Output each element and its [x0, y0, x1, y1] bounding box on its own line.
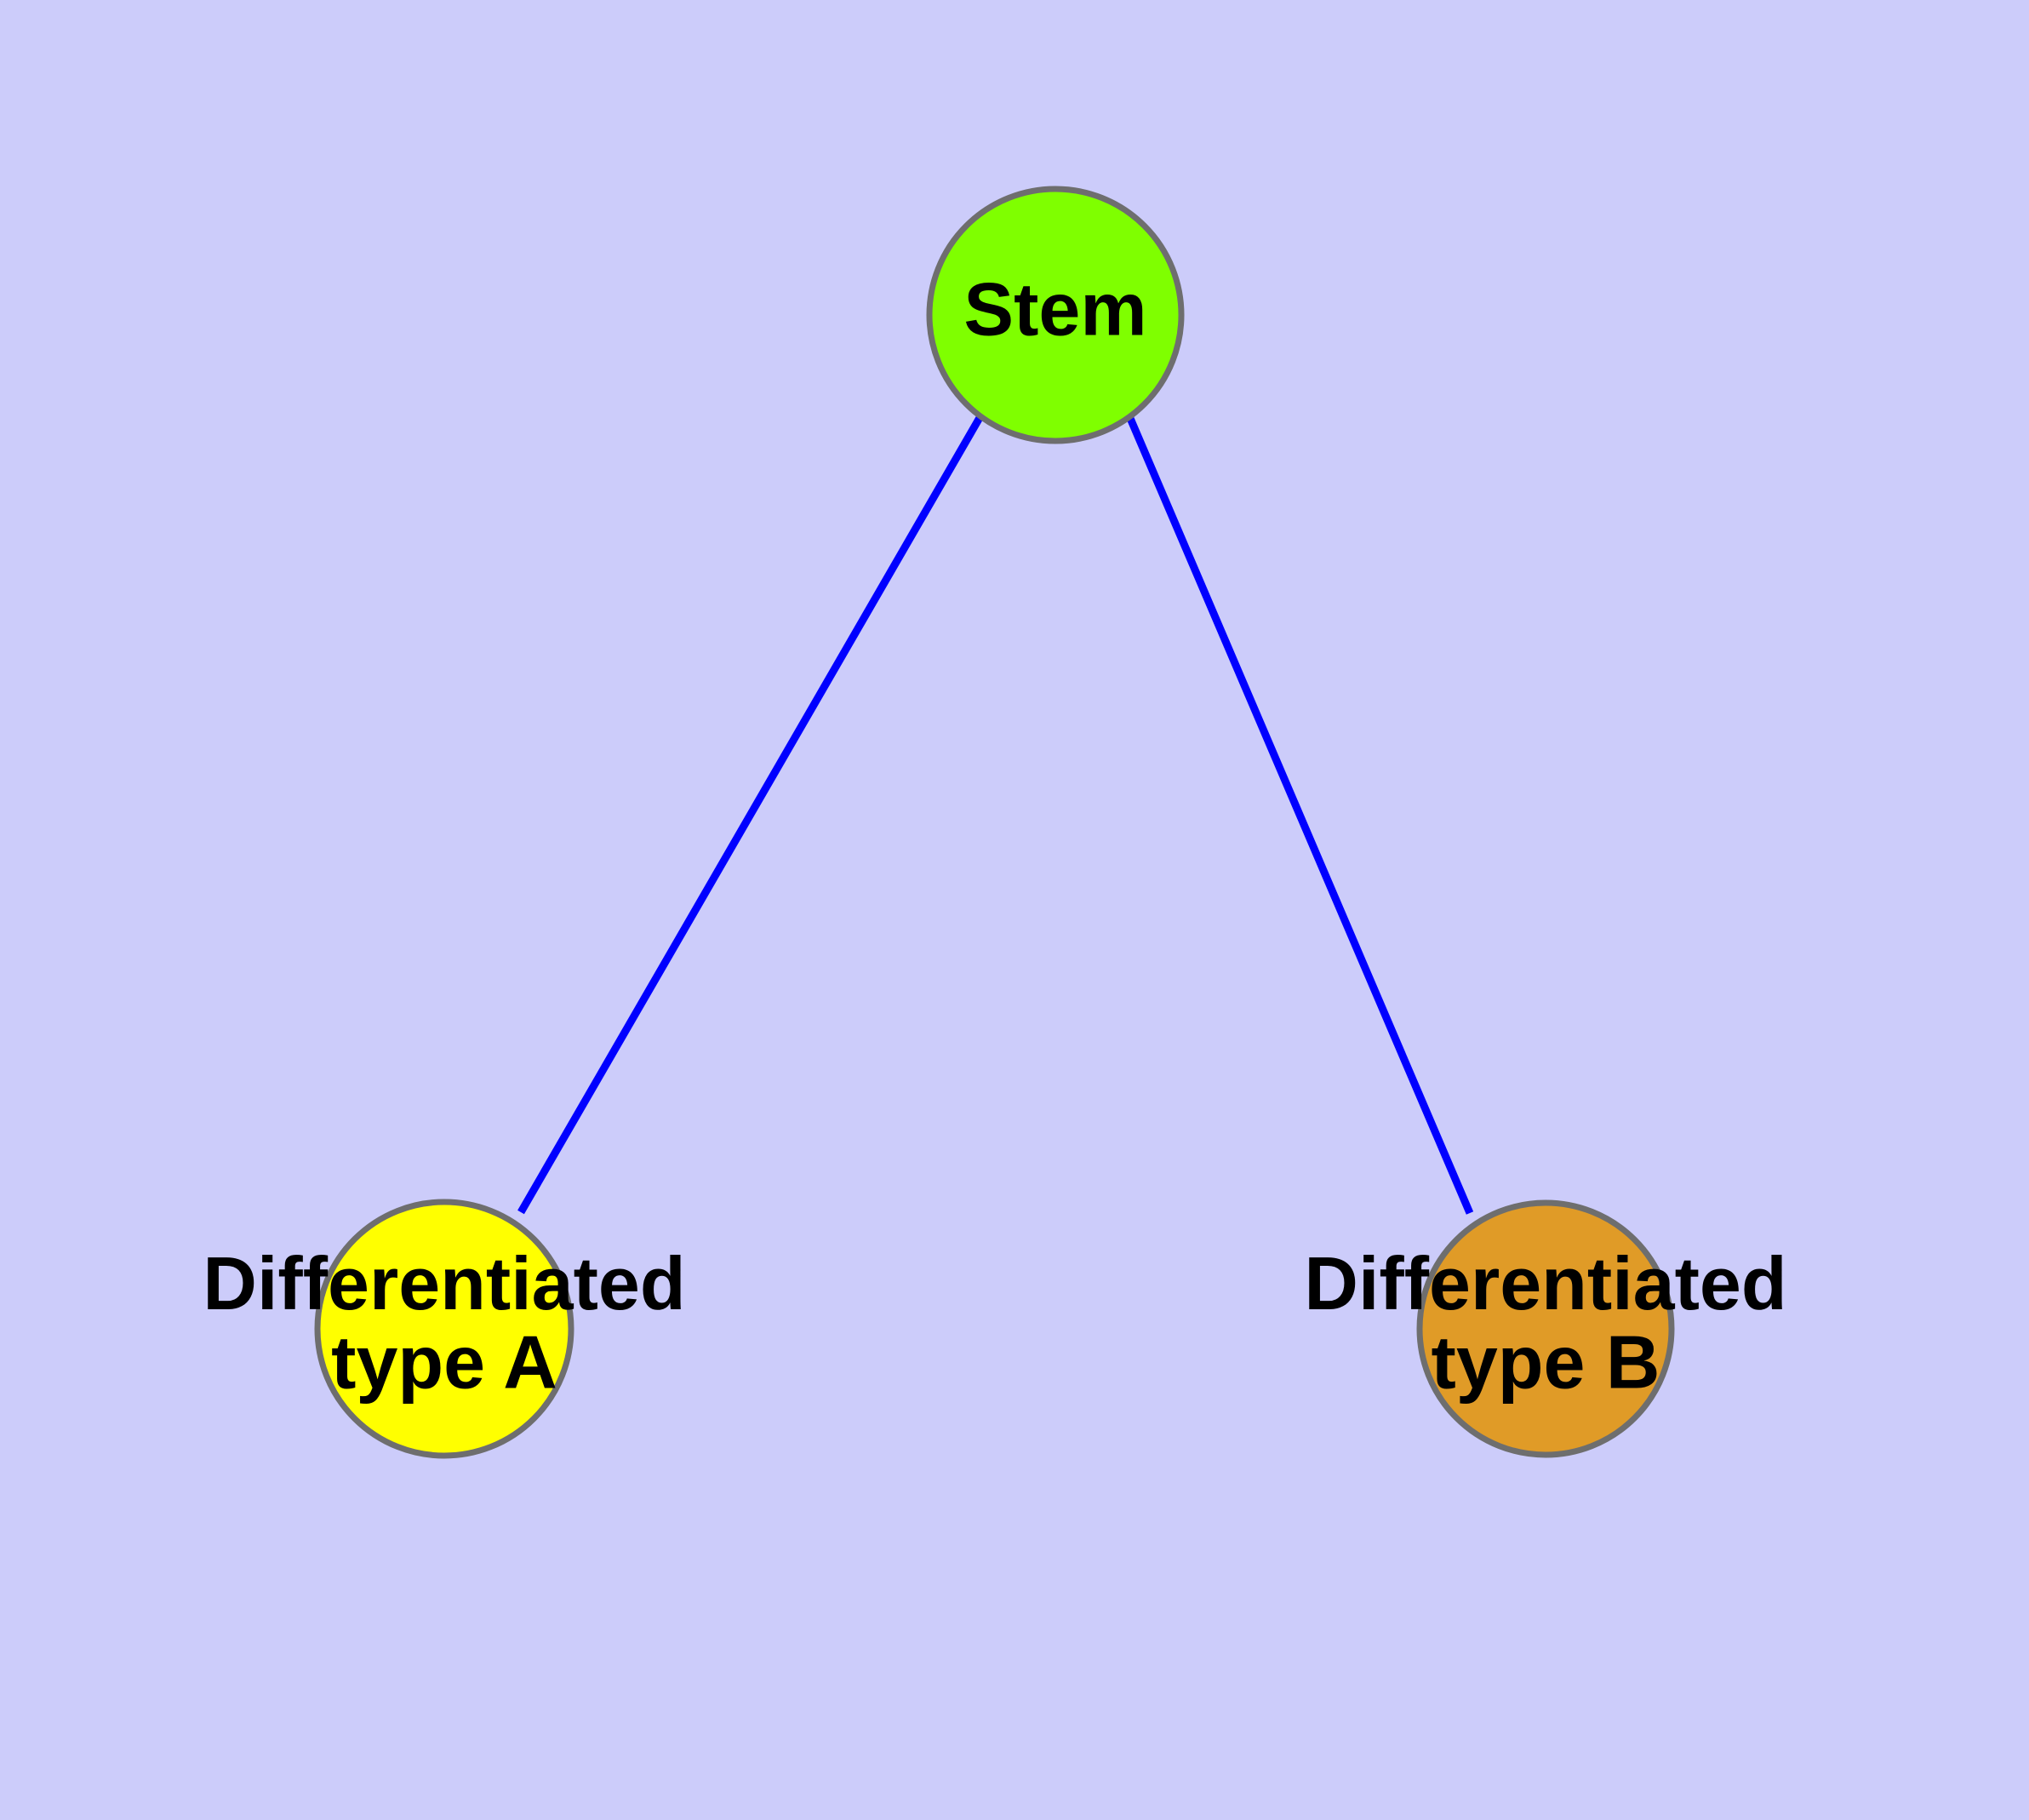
graph-edge[interactable]: [517, 414, 984, 1215]
node-label-line: type A: [331, 1319, 557, 1404]
node-label-line: Differentiated: [1304, 1241, 1786, 1325]
nodes-layer: [314, 186, 1675, 1459]
node-label-line: Stem: [963, 266, 1146, 351]
graph-edge[interactable]: [1125, 415, 1474, 1215]
graph-node-label-stem: Stem: [963, 266, 1146, 351]
graph-node-diff-a[interactable]: [314, 1199, 574, 1459]
edges-layer: [517, 414, 1474, 1215]
node-label-line: type B: [1432, 1319, 1660, 1404]
graph-node-diff-b[interactable]: [1416, 1199, 1675, 1458]
graph-node-stem[interactable]: [926, 186, 1185, 444]
node-label-line: Differentiated: [203, 1241, 685, 1325]
